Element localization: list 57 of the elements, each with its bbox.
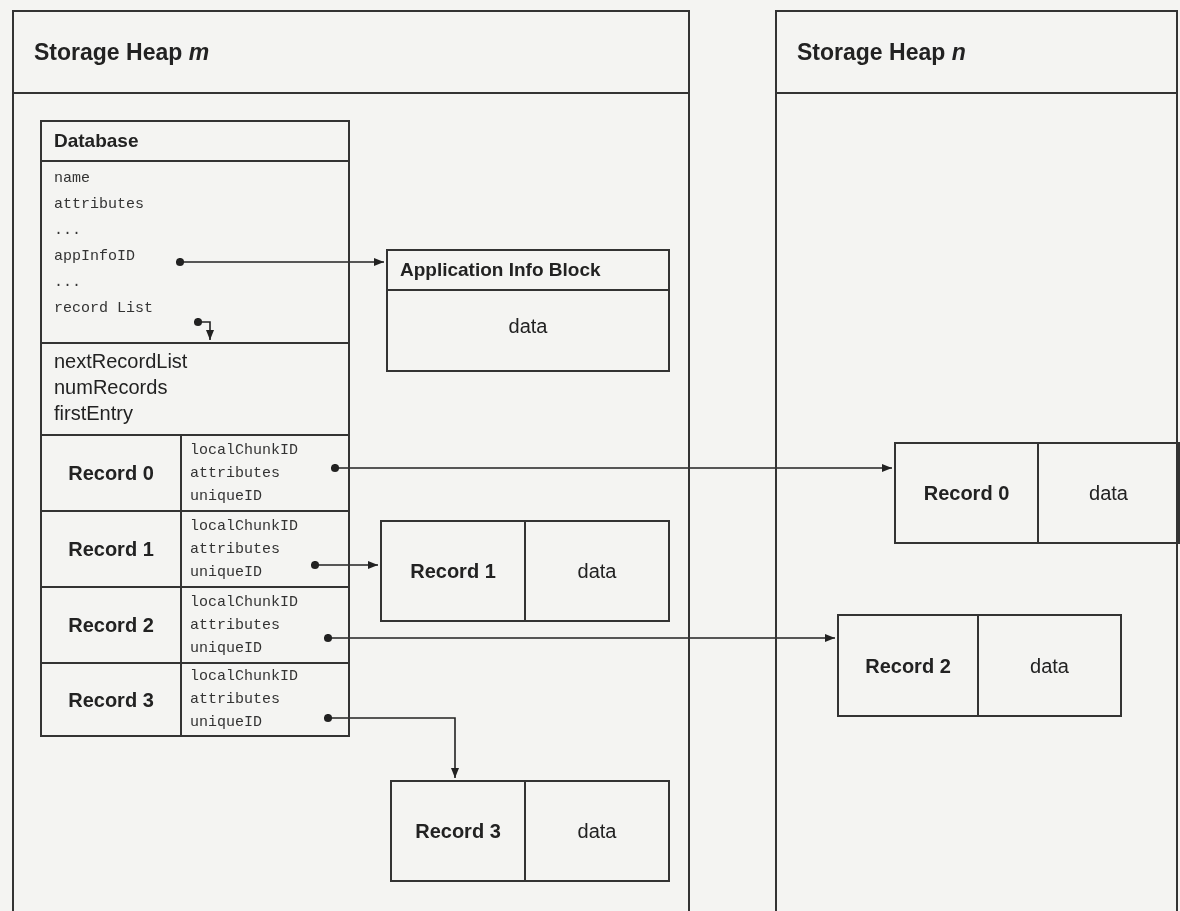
field-name: appInfoID [54, 247, 135, 267]
record-label: Record 0 [67, 461, 155, 486]
pointer-arrow [310, 560, 379, 570]
storage-heap-panel [775, 10, 1178, 911]
structure-heading: Database [54, 128, 139, 153]
data-label: data [1030, 653, 1069, 679]
pointer-arrow [323, 713, 459, 779]
field-name: uniqueID [190, 713, 262, 733]
storage-heap-panel [12, 10, 690, 911]
record-entry-row [40, 510, 350, 586]
pointer-arrow [330, 463, 893, 473]
data-label: data [577, 559, 617, 584]
field-name: localChunkID [190, 592, 299, 613]
record-chunk-box [894, 442, 1180, 544]
heap-heading: Storage Heap m [34, 37, 210, 67]
field-name: attributes [190, 690, 280, 710]
block-heading: Application Info Block [400, 257, 601, 282]
record-chunk-box [390, 780, 670, 882]
field-name: localChunkID [190, 667, 299, 687]
heap-heading: Storage Heap n [797, 37, 966, 67]
field-name: ... [54, 221, 81, 241]
field-name: attributes [190, 539, 280, 560]
database-header-box [40, 120, 350, 342]
record-chunk-box [380, 520, 670, 622]
record-label: Record 1 [67, 537, 155, 562]
field-name: nextRecordList [54, 349, 188, 374]
field-name: numRecords [54, 375, 168, 400]
field-name: attributes [190, 615, 280, 636]
record-entry-row [40, 434, 350, 510]
field-name: uniqueID [190, 486, 262, 507]
record-label: Record 0 [922, 481, 1011, 506]
data-label: data [508, 314, 548, 339]
record-list-box [40, 342, 350, 434]
field-name: uniqueID [190, 638, 262, 659]
record-label: Record 1 [409, 559, 497, 584]
field-name: name [54, 169, 90, 189]
record-entry-row [40, 586, 350, 662]
record-label: Record 2 [864, 653, 952, 679]
pointer-arrow [323, 633, 836, 643]
field-name: attributes [190, 463, 280, 484]
record-label: Record 3 [67, 687, 155, 713]
data-label: data [1089, 481, 1128, 506]
record-chunk-box [837, 614, 1122, 717]
pointer-arrow [193, 317, 214, 341]
data-label: data [577, 819, 617, 844]
field-name: attributes [54, 195, 144, 215]
info-block-box [386, 249, 670, 372]
record-entry-row [40, 662, 350, 737]
record-label: Record 2 [67, 613, 155, 638]
field-name: firstEntry [54, 401, 133, 426]
field-name: localChunkID [190, 440, 299, 461]
pointer-arrow [175, 257, 385, 267]
field-name: localChunkID [190, 516, 299, 537]
record-label: Record 3 [414, 819, 502, 844]
field-name: record List [54, 299, 154, 319]
field-name: uniqueID [190, 562, 262, 583]
field-name: ... [54, 273, 81, 293]
